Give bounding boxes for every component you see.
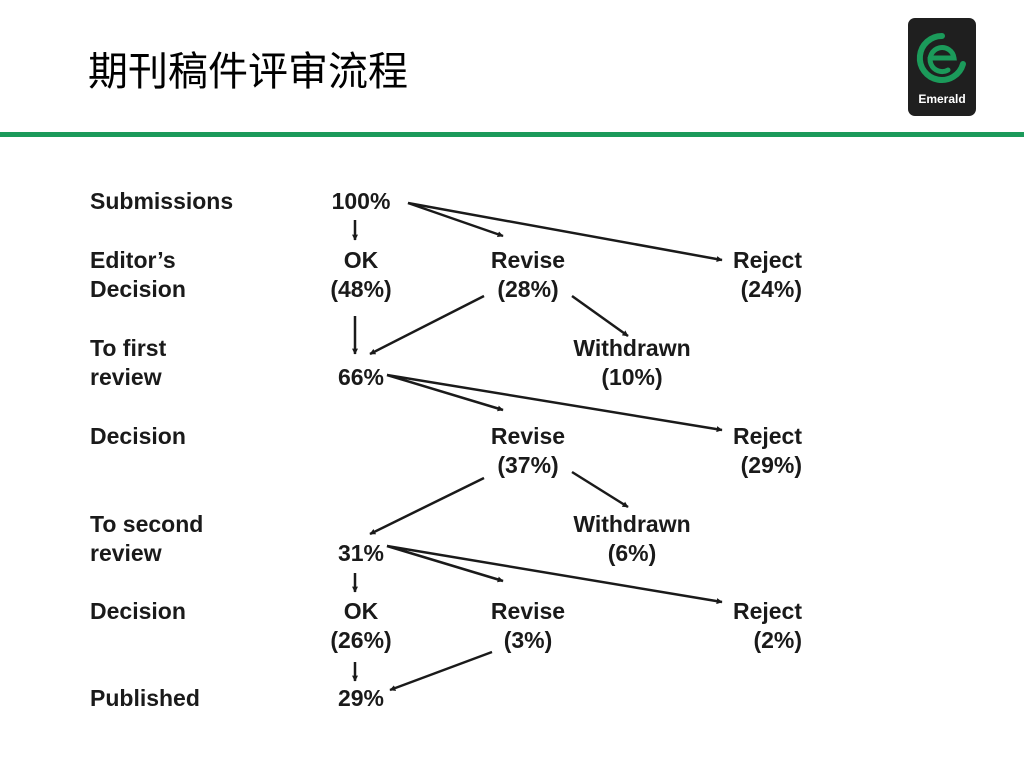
- arrow-submissions-to-reject: [407, 201, 723, 262]
- arrow-revise-to-first-review: [369, 294, 485, 356]
- slide-title: 期刊稿件评审流程: [88, 49, 408, 95]
- stage-label-line: To first: [90, 335, 167, 361]
- node-percent: (29%): [740, 452, 802, 478]
- node-label: Withdrawn: [573, 511, 691, 537]
- header-divider: [0, 132, 1024, 137]
- node-percent: (24%): [740, 276, 802, 302]
- stage-editors-decision: Editor’s Decision: [90, 246, 186, 304]
- node-label: Revise: [490, 423, 566, 449]
- node-decision1-revise: Revise (37%): [491, 422, 565, 480]
- node-withdrawn-1: Withdrawn (10%): [573, 334, 690, 392]
- node-editor-ok: OK (48%): [330, 246, 391, 304]
- node-label: Reject: [732, 247, 802, 273]
- node-decision2-reject: Reject (2%): [733, 597, 802, 655]
- arrow-revise-to-withdrawn-1: [571, 294, 629, 338]
- stage-label-line: Editor’s: [90, 247, 176, 273]
- arrow-first-review-to-reject: [386, 373, 723, 433]
- node-submissions: 100%: [331, 188, 391, 214]
- stage-label-line: To second: [90, 511, 204, 537]
- node-editor-reject: Reject (24%): [733, 246, 802, 304]
- emerald-logo: Emerald: [908, 18, 976, 116]
- stage-label-line: review: [90, 364, 162, 390]
- node-percent: (37%): [497, 452, 559, 478]
- node-decision2-ok: OK (26%): [330, 597, 391, 655]
- node-label: OK: [343, 247, 379, 273]
- arrow-first-review-to-revise: [386, 373, 504, 412]
- arrow-revise-to-second-review: [369, 476, 485, 536]
- arrow-second-review-to-revise: [386, 544, 504, 583]
- logo-text: Emerald: [918, 92, 966, 106]
- node-editor-revise: Revise (28%): [491, 246, 565, 304]
- emerald-e-icon: [916, 32, 966, 83]
- node-decision1-reject: Reject (29%): [733, 422, 802, 480]
- stage-first-review: To first review: [90, 334, 166, 392]
- node-percent: (6%): [607, 540, 657, 566]
- node-label: Reject: [732, 423, 802, 449]
- node-percent: (28%): [497, 276, 559, 302]
- node-decision2-revise: Revise (3%): [491, 597, 565, 655]
- stage-label-line: review: [90, 540, 162, 566]
- stage-second-review: To second review: [90, 510, 203, 568]
- node-label: Revise: [490, 598, 566, 624]
- arrow-revise-to-withdrawn-2: [571, 470, 629, 509]
- arrow-submissions-to-revise: [407, 201, 504, 238]
- stage-decision-2: Decision: [90, 598, 186, 624]
- node-label: OK: [343, 598, 379, 624]
- node-first-review: 66%: [337, 364, 385, 390]
- node-label: Withdrawn: [573, 335, 691, 361]
- node-percent: (3%): [503, 627, 553, 653]
- arrow-revise-to-published: [389, 650, 493, 692]
- stage-published: Published: [90, 685, 200, 711]
- node-percent: (48%): [330, 276, 392, 302]
- node-percent: (2%): [753, 627, 802, 653]
- stage-submissions: Submissions: [90, 188, 234, 214]
- node-withdrawn-2: Withdrawn (6%): [573, 510, 690, 568]
- node-label: Reject: [732, 598, 802, 624]
- arrow-second-review-to-reject: [386, 544, 723, 605]
- node-published: 29%: [337, 685, 385, 711]
- node-percent: (26%): [330, 627, 392, 653]
- stage-label-line: Decision: [90, 276, 186, 302]
- stage-decision-1: Decision: [90, 423, 186, 449]
- node-label: Revise: [490, 247, 566, 273]
- node-percent: (10%): [601, 364, 663, 390]
- node-second-review: 31%: [337, 540, 385, 566]
